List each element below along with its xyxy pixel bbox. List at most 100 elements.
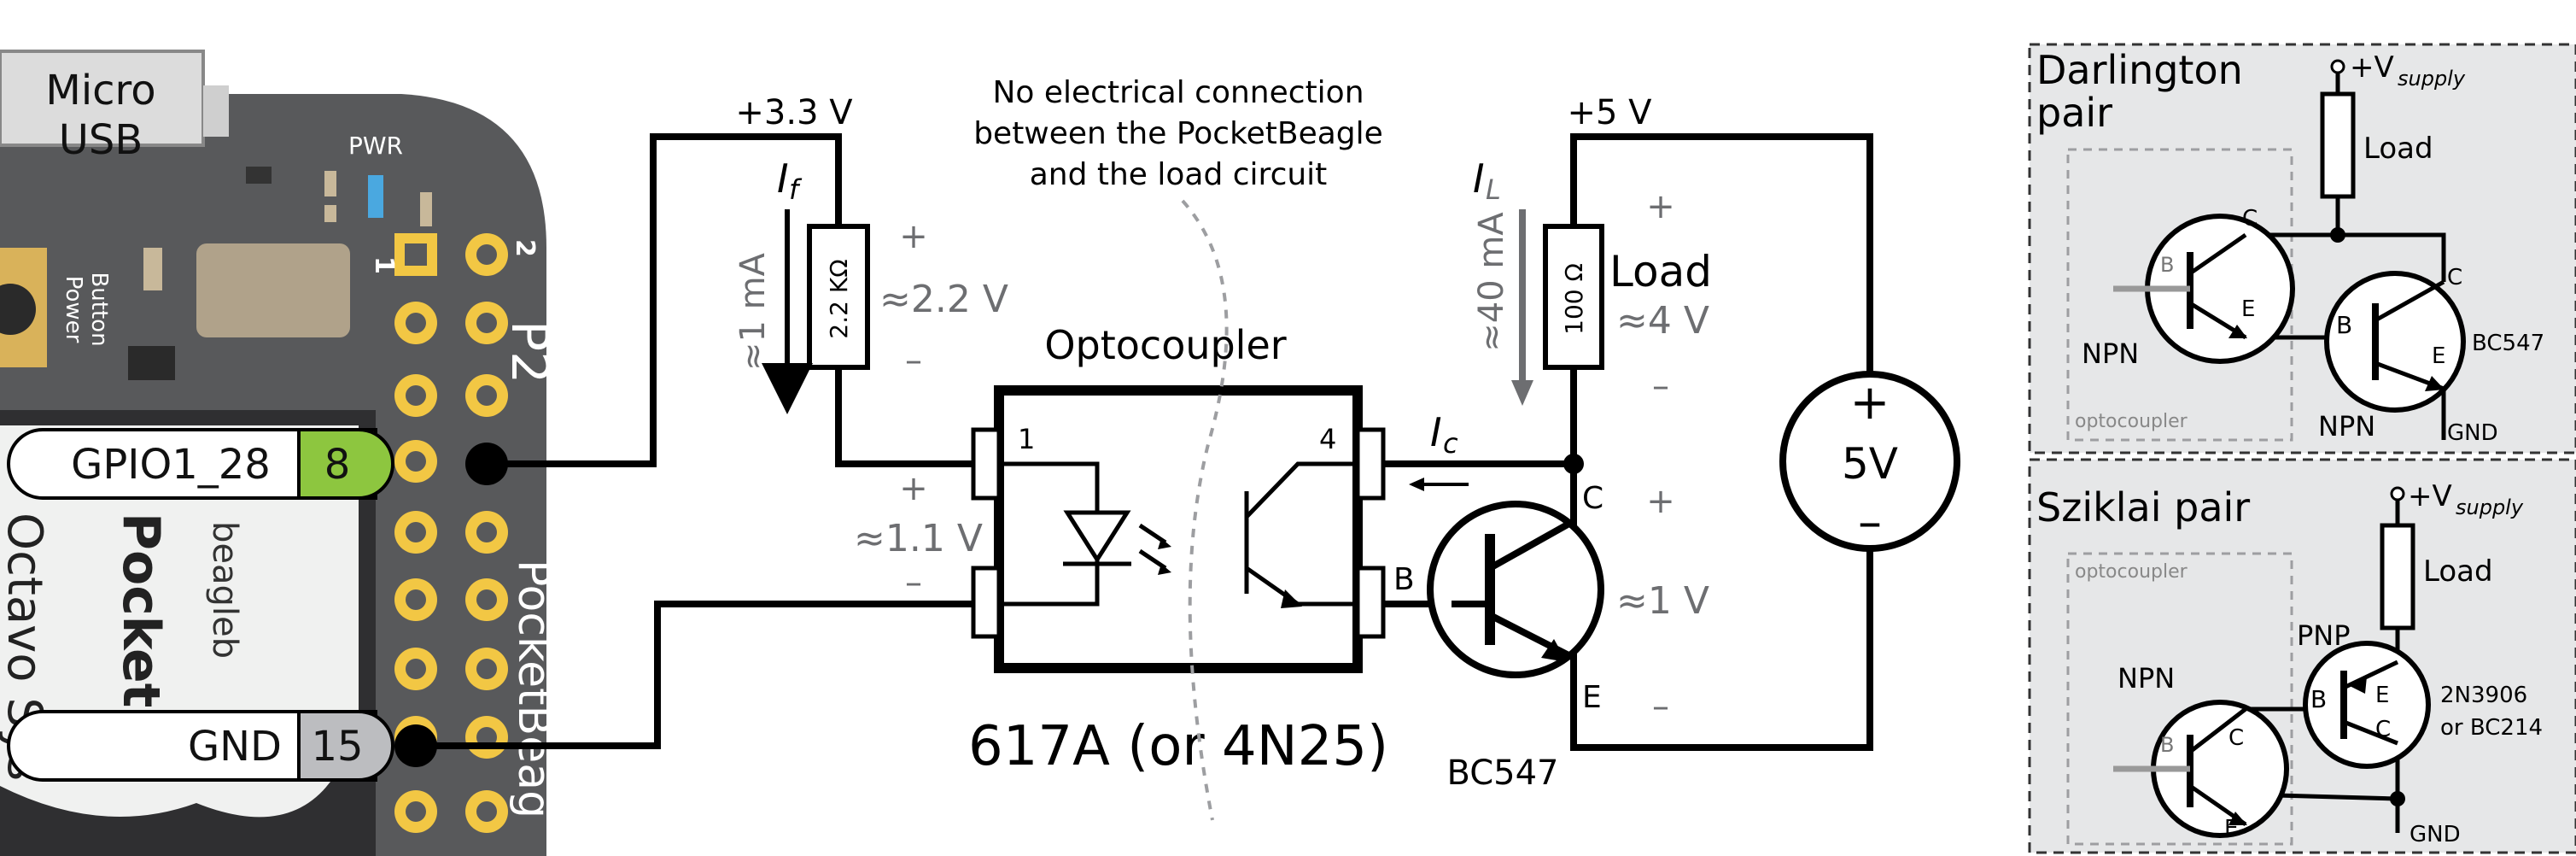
resistor-100-label: 100 Ω (1560, 263, 1588, 335)
load-voltage: ≈4 V (1616, 299, 1709, 343)
led-voltage: ≈1.1 V (854, 517, 983, 560)
darlington-q2-b: B (2336, 311, 2352, 339)
isolation-note-1: No electrical connection (992, 75, 1364, 110)
pin2-label: 2 (510, 239, 540, 257)
gpio-label-pill (7, 428, 377, 500)
source-minus: – (1858, 495, 1882, 550)
ce-plus: + (1646, 482, 1675, 521)
sziklai-load: Load (2423, 554, 2493, 589)
sziklai-npn: NPN (2117, 662, 2175, 695)
silk-pocket: Pocket (111, 513, 171, 707)
bc547-label: BC547 (1446, 753, 1558, 793)
gnd-name: GND (188, 723, 282, 771)
il-label: I (1473, 155, 1485, 202)
darlington-panel (2028, 43, 2576, 454)
bc547-c: C (1582, 481, 1603, 516)
if-value: ≈1 mA (733, 252, 773, 371)
load-plus: + (1646, 187, 1675, 226)
resistor-100 (1543, 224, 1604, 370)
sziklai-part-1: 2N3906 (2440, 683, 2527, 708)
sziklai-vsupply: +V (2408, 479, 2452, 513)
bc547-e: E (1582, 680, 1602, 715)
gnd-pin-badge (297, 710, 394, 782)
ce-minus: – (1652, 687, 1669, 726)
res1-plus: + (899, 217, 928, 256)
output-circuit (1383, 133, 1873, 751)
darlington-q2-c: C (2447, 265, 2462, 290)
crystal (196, 243, 350, 337)
sziklai-panel (2028, 458, 2576, 854)
gpio-pin-badge (297, 428, 394, 500)
pwr-label: PWR (348, 132, 403, 160)
optocoupler-title: Optocoupler (1044, 322, 1286, 368)
gpio-pin-number: 8 (324, 441, 351, 489)
il-sub: L (1486, 173, 1501, 206)
bc547-b: B (1393, 562, 1415, 597)
button-label: Button (86, 272, 112, 346)
optocoupler-part: 617A (or 4N25) (968, 715, 1388, 778)
source-label: 5V (1842, 439, 1898, 489)
ce-voltage: ≈1 V (1616, 579, 1709, 623)
sziklai-q1-c: C (2228, 725, 2244, 751)
input-circuit (416, 133, 978, 749)
sziklai-q2-c: C (2375, 717, 2391, 742)
if-label: I (777, 155, 789, 202)
isolation-note-2: between the PocketBeagle (973, 116, 1383, 151)
sziklai-opto-label: optocoupler (2075, 561, 2188, 583)
power-label: Power (61, 276, 86, 343)
res1-minus: – (905, 341, 922, 380)
sziklai-vsupply-sub: supply (2456, 495, 2524, 519)
source-plus: + (1850, 375, 1890, 431)
load-label: Load (1609, 247, 1712, 296)
gnd-pin-number: 15 (311, 723, 363, 771)
sziklai-q1-e: E (2224, 816, 2238, 841)
darlington-vsupply: +V (2350, 50, 2394, 85)
optocoupler: 1 4 (971, 385, 1386, 673)
gpio-name: GPIO1_28 (71, 441, 271, 489)
il-value: ≈40 mA (1472, 212, 1511, 352)
ic-sub: c (1443, 427, 1458, 460)
darlington-q1-type: NPN (2082, 337, 2139, 370)
res1-voltage: ≈2.2 V (879, 278, 1008, 321)
darlington-load: Load (2363, 132, 2433, 166)
micro-usb-label: Micro (45, 67, 155, 114)
darlington-title-1: Darlington (2036, 47, 2243, 93)
v5-label: +5 V (1567, 93, 1652, 132)
darlington-q2-type: NPN (2318, 410, 2375, 443)
pin1-label: 1 (369, 256, 399, 274)
resistor-2k2-label: 2.2 KΩ (825, 259, 853, 338)
opto-pin1: 1 (1018, 423, 1035, 455)
darlington-title-2: pair (2036, 90, 2112, 136)
sziklai-gnd: GND (2410, 822, 2461, 847)
gnd-label-pill (7, 710, 377, 782)
isolation-note-3: and the load circuit (1030, 157, 1328, 192)
if-sub: f (789, 173, 803, 206)
sziklai-q2-e: E (2375, 683, 2389, 708)
voltage-source-5v (1779, 371, 1960, 552)
led-plus: + (899, 469, 928, 508)
load-minus: – (1652, 366, 1669, 406)
darlington-q1-c: C (2242, 206, 2258, 232)
silk-beagleboard: beagleb (205, 521, 244, 659)
darlington-vsupply-sub: supply (2398, 67, 2466, 91)
silk-pocketbeagle: PocketBeag (508, 560, 559, 818)
darlington-q1-e: E (2241, 296, 2255, 322)
collector-node (1563, 454, 1584, 474)
darlington-part: BC547 (2472, 331, 2544, 356)
opto-pin4: 4 (1319, 423, 1336, 455)
resistor-2k2 (807, 224, 870, 370)
darlington-opto-label: optocoupler (2075, 411, 2188, 432)
pocketbeagle-board: Micro USB PWR Power Button (0, 50, 559, 856)
p2-label: P2 (499, 320, 559, 384)
micro-usb-label-2: USB (59, 116, 143, 164)
power-button-cap[interactable] (0, 284, 36, 335)
sziklai-pnp: PNP (2297, 619, 2351, 652)
v33-label: +3.3 V (735, 93, 853, 132)
pwr-led (368, 175, 383, 218)
ic-label: I (1430, 409, 1442, 455)
darlington-q1-b: B (2160, 253, 2174, 277)
darlington-q2-e: E (2432, 343, 2445, 369)
sziklai-q2-b: B (2310, 685, 2327, 713)
bc547-transistor (1427, 501, 1604, 678)
